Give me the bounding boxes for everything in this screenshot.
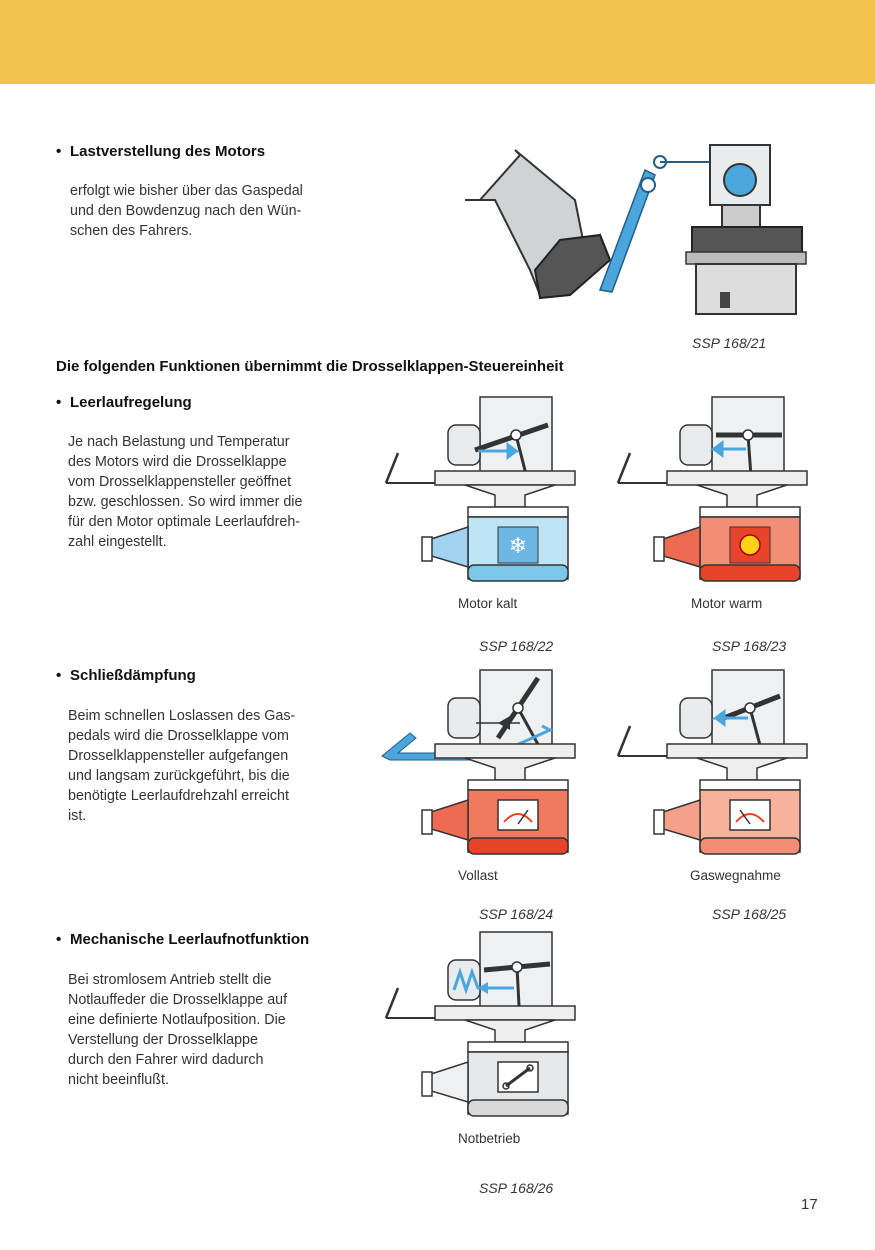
- ssp-ref-24: SSP 168/24: [479, 906, 554, 922]
- svg-text:❄: ❄: [509, 534, 527, 559]
- ssp-ref-26: SSP 168/26: [479, 1180, 554, 1196]
- header-band: [0, 0, 875, 84]
- pedal-throttle-illustration: [465, 144, 807, 315]
- ssp-ref-21: SSP 168/21: [692, 335, 767, 351]
- figure-motor-warm: [616, 396, 808, 582]
- paragraph-idle-control: Je nach Belastung und Temperatur des Mot…: [68, 434, 303, 550]
- bullet-heading-closing-damping: •Schließdämpfung: [56, 667, 196, 684]
- intro-heading: Die folgenden Funktionen übernimmt die D…: [56, 358, 564, 375]
- figure-motor-cold: ❄: [384, 396, 576, 582]
- ssp-ref-23: SSP 168/23: [712, 638, 787, 654]
- page-number: 17: [801, 1196, 818, 1213]
- caption-motor-cold: Motor kalt: [458, 596, 518, 611]
- caption-throttle-release: Gaswegnahme: [690, 868, 781, 883]
- bullet-heading-load-adjustment: •Lastverstellung des Motors: [56, 143, 266, 160]
- paragraph-closing-damping: Beim schnellen Loslassen des Gas- pedals…: [68, 708, 296, 824]
- bullet-heading-mechanical-emergency: •Mechanische Leerlaufnotfunktion: [56, 931, 310, 948]
- caption-emergency-mode: Notbetrieb: [458, 1131, 521, 1146]
- figure-emergency-mode: [384, 931, 576, 1117]
- caption-motor-warm: Motor warm: [691, 596, 763, 611]
- ssp-ref-25: SSP 168/25: [712, 906, 787, 922]
- paragraph-load-adjustment: erfolgt wie bisher über das Gaspedal und…: [70, 183, 303, 239]
- caption-full-load: Vollast: [458, 868, 498, 883]
- ssp-ref-22: SSP 168/22: [479, 638, 554, 654]
- bullet-heading-idle-control: •Leerlaufregelung: [56, 394, 192, 411]
- figure-throttle-release: [616, 669, 808, 855]
- paragraph-mechanical-emergency: Bei stromlosem Antrieb stellt die Notlau…: [68, 972, 288, 1088]
- figure-full-load: [381, 669, 576, 855]
